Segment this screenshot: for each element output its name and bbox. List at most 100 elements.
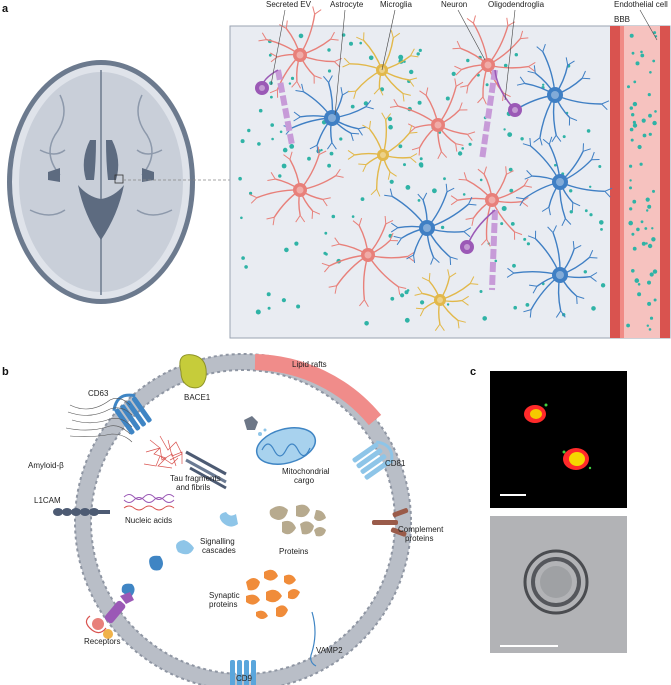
- ev-particle: [504, 64, 508, 68]
- label-l1cam: L1CAM: [34, 496, 61, 505]
- ev-particle: [307, 157, 311, 161]
- ev-particle: [511, 222, 515, 226]
- ev-particle: [638, 283, 641, 286]
- ev-particle: [495, 260, 498, 263]
- ev-particle: [563, 135, 566, 138]
- ev-particle: [570, 210, 573, 213]
- ev-particle: [653, 269, 657, 273]
- ev-particle: [486, 83, 489, 86]
- ev-particle: [642, 119, 646, 123]
- ev-particle: [283, 148, 288, 153]
- ev-particle: [241, 256, 245, 260]
- ev-particle: [267, 292, 271, 296]
- ev-particle: [320, 149, 322, 151]
- ev-particle: [643, 134, 647, 138]
- ev-particle: [390, 297, 394, 301]
- ev-particle: [652, 60, 655, 63]
- ev-particle: [523, 238, 526, 241]
- ev-particle: [507, 132, 512, 137]
- mitochondrion: [244, 416, 319, 470]
- ev-particle: [649, 133, 652, 136]
- label-endothelial-cell: Endothelial cell: [614, 0, 668, 9]
- label-synaptic-line2: proteins: [209, 600, 237, 609]
- ev-particle: [631, 269, 635, 273]
- ev-particle: [647, 205, 651, 209]
- panel-b-letter: b: [2, 366, 9, 378]
- ev-particle: [398, 55, 403, 60]
- label-cd63: CD63: [88, 389, 109, 398]
- ev-particle: [649, 71, 652, 74]
- brain-section: [7, 60, 195, 304]
- ev-particle: [636, 228, 640, 232]
- ev-particle: [598, 165, 601, 168]
- ev-particle: [418, 101, 422, 105]
- ev-particle: [405, 318, 410, 323]
- label-tau-line1: Tau fragments: [170, 474, 221, 483]
- label-microglia: Microglia: [380, 0, 413, 9]
- ev-particle: [466, 59, 469, 62]
- nucleic-acids: [124, 495, 174, 511]
- ev-particle: [268, 307, 271, 310]
- ev-particle: [632, 200, 636, 204]
- ev-particle: [647, 302, 651, 306]
- ev-particle: [406, 185, 411, 190]
- ev-particle: [324, 232, 327, 235]
- ev-particle: [332, 215, 336, 219]
- ev-particle: [446, 97, 450, 101]
- ev-particle: [640, 163, 643, 166]
- ev-particle: [443, 177, 446, 180]
- ev-particle: [630, 34, 634, 38]
- ev-particle: [647, 325, 649, 327]
- panel-a-letter: a: [2, 3, 9, 15]
- label-signalling-line2: cascades: [202, 546, 236, 555]
- label-mito-line2: cargo: [294, 476, 315, 485]
- synaptic-proteins: [246, 570, 300, 619]
- ev-particle: [282, 164, 287, 169]
- ev-particle: [469, 143, 472, 146]
- ev-particle: [652, 190, 655, 193]
- ev-particle: [629, 207, 632, 210]
- ev-particle: [399, 144, 403, 148]
- ev-particle: [278, 174, 281, 177]
- ev-particle: [601, 283, 605, 287]
- ev-particle: [388, 125, 393, 130]
- electron-micrograph: [490, 516, 627, 653]
- ev-particle: [364, 321, 369, 326]
- ev-particle: [480, 179, 483, 182]
- scale-bar-em: [500, 645, 558, 647]
- ev-particle: [646, 209, 648, 211]
- ev-particle: [238, 177, 242, 181]
- ev-particle: [641, 220, 644, 223]
- ev-particle: [520, 137, 523, 140]
- ev-particle: [627, 85, 630, 88]
- ev-particle: [632, 52, 635, 55]
- protein-cargo: [270, 505, 326, 537]
- ev-particle: [650, 272, 654, 276]
- ev-particle: [629, 165, 632, 168]
- ev-particle: [584, 270, 587, 273]
- ev-particle: [352, 215, 355, 218]
- ev-particle: [630, 128, 634, 132]
- ev-particle: [482, 316, 487, 321]
- ev-particle: [244, 265, 248, 269]
- ev-particle: [388, 117, 392, 121]
- ev-particle: [640, 54, 644, 58]
- ev-particle: [327, 48, 330, 51]
- ev-particle: [296, 305, 300, 309]
- ev-particle: [636, 61, 640, 65]
- label-amyloid-beta: Amyloid-β: [28, 461, 64, 470]
- ev-particle: [633, 81, 636, 84]
- ev-particle: [294, 242, 298, 246]
- ev-particle: [628, 221, 633, 226]
- ev-particle: [640, 51, 643, 54]
- ev-particle: [500, 222, 503, 225]
- ev-particle: [638, 145, 642, 149]
- ev-particle: [654, 299, 657, 302]
- ev-particle: [646, 198, 650, 202]
- ev-particle: [633, 102, 637, 106]
- ev-particle: [259, 109, 263, 113]
- ev-particle: [452, 72, 456, 76]
- ev-particle: [589, 186, 591, 188]
- ev-particle: [480, 290, 483, 293]
- panel-c-letter: c: [470, 366, 476, 378]
